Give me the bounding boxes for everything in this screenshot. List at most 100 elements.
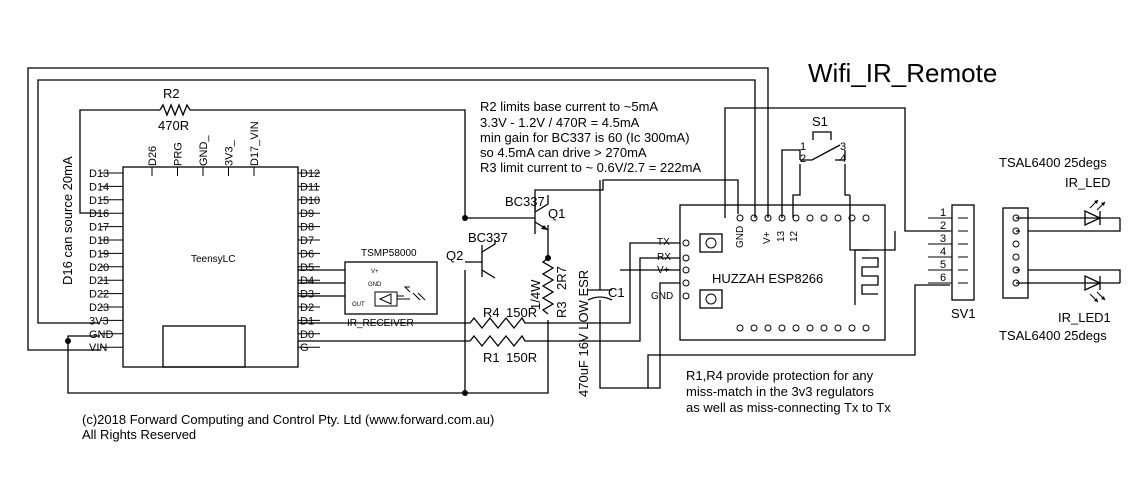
- teensy-left-pin-label: D23: [89, 302, 109, 314]
- c1-ref: C1: [608, 285, 625, 300]
- protection-note-line-2: miss-match in the 3v3 regulators: [686, 384, 874, 399]
- teensy-left-pin-label: D19: [89, 248, 109, 260]
- sv1-pin-label: 1: [940, 207, 946, 219]
- huzzah-top-13: 13: [776, 230, 787, 242]
- r3-value: 2R7: [554, 266, 569, 290]
- r2-note: R2 limits base current to ~5mA 3.3V - 1.…: [480, 99, 701, 175]
- tsmp-pin-vplus: V+: [371, 269, 379, 275]
- s1-pin-4: 4: [840, 153, 846, 165]
- c1-value: 470uF 16V LOW ESR: [576, 270, 591, 397]
- s1-switch: S1 1 2 3 4: [800, 114, 846, 165]
- r3-ref: R3: [554, 301, 569, 318]
- protection-note-line-3: as well as miss-connecting Tx to Tx: [686, 400, 891, 415]
- r1-resistor: R1 150R: [469, 334, 537, 365]
- huzzah-top-vplus: V+: [762, 231, 773, 244]
- c1-capacitor: C1 470uF 16V LOW ESR: [576, 270, 625, 397]
- teensy-right-pin-label: D8: [300, 222, 314, 234]
- r1-value: 150R: [506, 350, 537, 365]
- huzzah-top-pads: [736, 214, 870, 222]
- tsmp-pin-gnd: GND: [368, 282, 382, 288]
- teensy-right-pin-label: D5: [300, 262, 314, 274]
- q1-part: BC337: [505, 194, 545, 209]
- wires: [27, 67, 950, 394]
- sv1-ref: SV1: [951, 306, 976, 321]
- teensy-left-pins: D13D14D15D16D17D18D19D20D21D22D233V3GNDV…: [89, 168, 123, 354]
- teensy-top-pin-label: 3V3_: [224, 139, 236, 166]
- huzzah-pin-vplus: V+: [657, 265, 670, 276]
- r2-note-line-3: min gain for BC337 is 60 (Ic 300mA): [480, 130, 690, 145]
- teensy-left-pin-label: VIN: [89, 342, 107, 354]
- q2-part: BC337: [468, 230, 508, 245]
- s1-ref: S1: [812, 114, 828, 129]
- led-bottom-name: IR_LED1: [1058, 310, 1111, 325]
- teensy-right-pin-label: G: [300, 342, 309, 354]
- r2-note-line-2: 3.3V - 1.2V / 470R = 4.5mA: [480, 115, 640, 130]
- teensy-left-pin-label: D17: [89, 222, 109, 234]
- teensy-right-pin-label: D3: [300, 289, 314, 301]
- teensy-top-pin-label: D26: [147, 146, 159, 166]
- teensy-right-pin-label: D0: [300, 329, 314, 341]
- huzzah-left-pads: [682, 239, 690, 300]
- r2-resistor: R2 470R: [158, 86, 191, 133]
- copyright-line-1: (c)2018 Forward Computing and Control Pt…: [82, 412, 494, 427]
- sv1-pin-label: 6: [940, 272, 946, 284]
- r4-resistor: R4 150R: [469, 305, 537, 330]
- teensy-top-pin-label: D17_VIN: [249, 121, 261, 166]
- sv1-pin-label: 5: [940, 259, 946, 271]
- ir-receiver: TSMP58000 IR_RECEIVER V+ GND OUT: [344, 248, 438, 329]
- protection-note-line-1: R1,R4 provide protection for any: [686, 368, 874, 383]
- teensy-right-pin-label: D11: [300, 181, 319, 193]
- q1-transistor: BC337 Q1: [505, 194, 565, 234]
- led-connector-pins: [1012, 214, 1020, 287]
- teensy-right-pin-label: D7: [300, 235, 314, 247]
- teensy-right-pin-label: D10: [300, 195, 320, 207]
- teensy-top-pin-label: PRG: [173, 142, 185, 166]
- teensy-name: TeensyLC: [191, 254, 235, 265]
- huzzah-pin-rx: RX: [657, 252, 671, 263]
- sv1-pin-label: 3: [940, 233, 946, 245]
- teensy-right-pin-label: D6: [300, 248, 314, 260]
- tsmp-pin-out: OUT: [352, 302, 365, 308]
- r3-resistor: R3 2R7 1/4W: [528, 257, 569, 318]
- teensy-left-pin-label: D20: [89, 262, 109, 274]
- s1-pin-1: 1: [800, 141, 806, 153]
- s1-pin-2: 2: [800, 153, 806, 165]
- led-top-part: TSAL6400 25degs: [999, 155, 1107, 170]
- teensy-board: TeensyLC D13D14D15D16D17D18D19D20D21D22D…: [89, 121, 320, 368]
- sv1-pin-label: 2: [940, 220, 946, 232]
- q1-ref: Q1: [548, 206, 565, 221]
- teensy-left-pin-label: GND: [89, 329, 114, 341]
- teensy-left-pin-label: 3V3: [89, 315, 109, 327]
- huzzah-name: HUZZAH ESP8266: [712, 271, 823, 286]
- s1-pin-3: 3: [840, 141, 846, 153]
- ir-led-top: [1084, 199, 1106, 227]
- ir-led-bottom: [1084, 274, 1106, 303]
- sv1-pin-label: 4: [940, 246, 946, 258]
- r3-power: 1/4W: [528, 279, 543, 310]
- teensy-left-pin-label: D13: [89, 168, 109, 180]
- r2-note-line-4: so 4.5mA can drive > 270mA: [480, 145, 647, 160]
- led-bottom-part: TSAL6400 25degs: [999, 328, 1107, 343]
- led-connector: [1002, 207, 1121, 299]
- huzzah-pin-tx: TX: [657, 237, 670, 248]
- r2-value: 470R: [158, 118, 189, 133]
- teensy-right-pin-label: D4: [300, 275, 314, 287]
- teensy-top-pin-label: GND_: [198, 135, 210, 166]
- copyright-line-2: All Rights Reserved: [82, 427, 196, 442]
- teensy-right-pin-label: D2: [300, 302, 314, 314]
- huzzah-top-gnd: GND: [735, 226, 746, 248]
- huzzah-top-12: 12: [789, 230, 800, 242]
- huzzah-board: HUZZAH ESP8266 TX RX V+ GND GND V+ 13 12: [651, 204, 886, 341]
- teensy-left-pin-label: D22: [89, 289, 109, 301]
- r1-ref: R1: [483, 350, 500, 365]
- huzzah-bottom-pads: [736, 324, 870, 332]
- schematic-title: Wifi_IR_Remote: [808, 58, 997, 88]
- r4-value: 150R: [506, 305, 537, 320]
- r2-ref: R2: [163, 86, 180, 101]
- teensy-right-pin-label: D9: [300, 208, 314, 220]
- teensy-left-pin-label: D15: [89, 195, 109, 207]
